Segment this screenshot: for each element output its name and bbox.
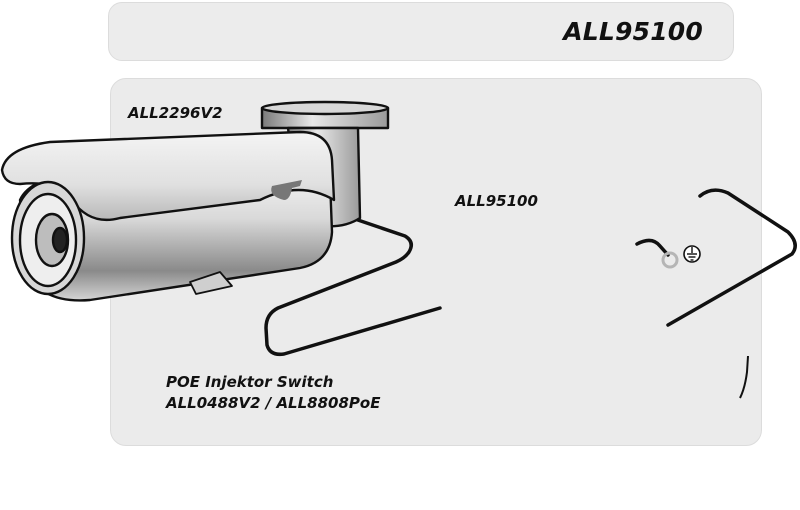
ground-wire [635, 238, 670, 257]
camera-label: ALL2296V2 [128, 104, 223, 122]
ground-icon [683, 245, 701, 263]
camera-cable [264, 216, 442, 357]
switch-label-line2: ALL0488V2 / ALL8808PoE [166, 394, 381, 412]
switch-label: POE Injektor Switch ALL0488V2 / ALL8808P… [166, 372, 380, 414]
power-cable [739, 355, 749, 399]
ground-ring [661, 251, 679, 269]
bullet-camera-icon [0, 100, 390, 302]
switch-to-injector-cable [666, 188, 797, 327]
switch-label-line1: POE Injektor Switch [166, 373, 334, 391]
header-banner: ALL95100 [108, 2, 734, 61]
header-title: ALL95100 [563, 17, 703, 46]
injector-label: ALL95100 [455, 192, 538, 210]
